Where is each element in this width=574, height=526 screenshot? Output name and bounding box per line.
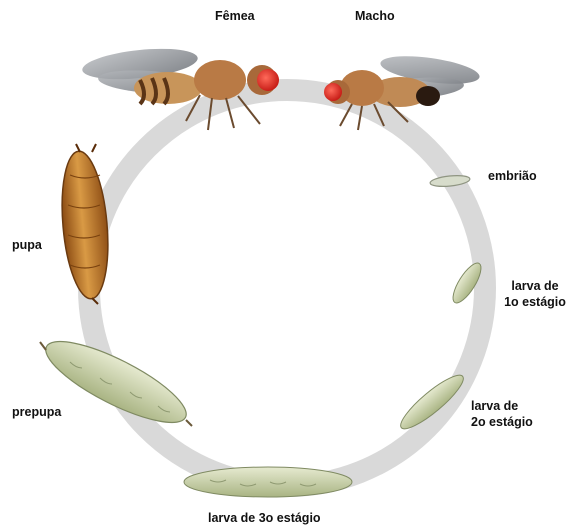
female-fly-icon [82,48,279,131]
label-larva-1st-instar: larva de 1o estágio [497,278,573,310]
label-larva-1st-line2: 1o estágio [504,295,566,309]
label-larva-1st-line1: larva de [511,279,559,293]
life-cycle-ring [78,79,496,497]
larva-1st-instar-icon [452,262,482,304]
label-larva-2nd-line1: larva de [471,399,519,413]
label-larva-2nd-line2: 2o estágio [471,415,533,429]
larva-3rd-instar-icon [183,466,353,498]
pupa-icon [61,143,109,305]
male-fly-icon [324,56,480,131]
label-male: Macho [355,9,395,23]
embryo-icon [429,175,471,187]
label-prepupa: prepupa [12,405,62,419]
label-embryo: embrião [488,169,537,183]
label-pupa: pupa [12,238,42,252]
larva-2nd-instar-icon [400,374,464,430]
prepupa-icon [39,340,193,427]
label-larva-2nd-instar: larva de 2o estágio [471,398,533,430]
label-female: Fêmea [215,9,255,23]
label-larva-3rd-instar: larva de 3o estágio [208,511,321,525]
